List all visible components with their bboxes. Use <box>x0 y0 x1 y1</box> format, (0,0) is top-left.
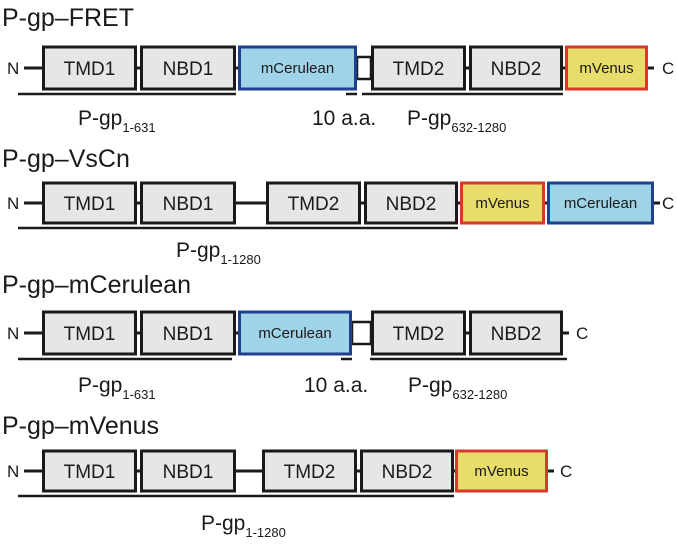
domain-label: TMD2 <box>393 324 445 345</box>
domain-label: TMD1 <box>64 194 116 215</box>
domain-tmd2 <box>371 310 466 356</box>
domain-label: NBD2 <box>382 462 433 483</box>
span-label: P-gp1-631 <box>78 374 156 402</box>
domain-label: mVenus <box>579 60 633 77</box>
construct-title: P-gp–mCerulean <box>2 271 191 299</box>
c-terminus-label: C <box>576 324 588 343</box>
domain-label: mCerulean <box>258 325 331 342</box>
domain-label: TMD1 <box>64 324 116 345</box>
c-terminus-label: C <box>662 59 674 78</box>
domain-mvenus <box>460 181 545 225</box>
domain-label: mCerulean <box>261 60 334 77</box>
span-label: P-gp1-631 <box>78 107 156 135</box>
n-terminus-label: N <box>7 59 19 78</box>
span-label-subscript: 1-1280 <box>245 525 285 540</box>
domain-tmd2 <box>266 181 361 225</box>
c-terminus-label: C <box>662 194 674 213</box>
span-label-subscript: 1-631 <box>122 387 155 402</box>
domain-tmd2 <box>371 45 466 91</box>
n-terminus-label: N <box>7 462 19 481</box>
domain-nbd2 <box>360 449 454 493</box>
domain-label: TMD2 <box>288 194 340 215</box>
domain-nbd1 <box>140 45 236 91</box>
domain-label: NBD2 <box>386 194 437 215</box>
span-label: 10 a.a. <box>304 374 368 397</box>
domain-label: TMD1 <box>64 59 116 80</box>
domain-label: NBD2 <box>491 59 542 80</box>
domain-mcerulean <box>238 45 357 91</box>
domain-label: mCerulean <box>564 195 637 212</box>
construct-p-gp-fret: P-gp–FRET N C TMD1 NBD1 mCerulean TMD2 NBD2 mVen… <box>2 4 674 135</box>
domain-tmd1 <box>42 181 137 225</box>
domain-mcerulean <box>547 181 654 225</box>
span-label: 10 a.a. <box>312 107 376 130</box>
construct-title: P-gp–FRET <box>2 4 134 32</box>
span-label: P-gp1-1280 <box>176 239 261 267</box>
span-label-subscript: 1-1280 <box>220 252 260 267</box>
domain-label: NBD1 <box>163 194 214 215</box>
n-terminus-label: N <box>7 194 19 213</box>
domain-nbd2 <box>469 310 563 356</box>
linker-segment <box>350 320 373 346</box>
span-label-subscript: 632-1280 <box>452 387 507 402</box>
domain-nbd1 <box>140 449 236 493</box>
domain-label: TMD2 <box>393 59 445 80</box>
domain-tmd2 <box>262 449 357 493</box>
domain-label: NBD1 <box>163 324 214 345</box>
domain-label: NBD2 <box>491 324 542 345</box>
span-label: P-gp1-1280 <box>201 512 286 540</box>
span-label-subscript: 632-1280 <box>451 120 506 135</box>
construct-title: P-gp–mVenus <box>2 412 159 440</box>
construct-title: P-gp–VsCn <box>2 145 130 173</box>
domain-label: mVenus <box>475 195 529 212</box>
domain-label: TMD2 <box>284 462 336 483</box>
domain-nbd1 <box>140 181 236 225</box>
domain-nbd1 <box>140 310 236 356</box>
domain-mcerulean <box>238 310 352 356</box>
domain-tmd1 <box>42 45 137 91</box>
linker-segment <box>355 55 373 81</box>
domain-label: mVenus <box>474 463 528 480</box>
domain-label: NBD1 <box>163 462 214 483</box>
domain-label: TMD1 <box>64 462 116 483</box>
domain-tmd1 <box>42 449 137 493</box>
domain-nbd2 <box>469 45 563 91</box>
domain-mvenus <box>455 449 548 493</box>
c-terminus-label: C <box>560 462 572 481</box>
domain-mvenus <box>565 45 648 91</box>
span-label: P-gp632-1280 <box>408 374 507 402</box>
domain-nbd2 <box>364 181 458 225</box>
span-label-subscript: 1-631 <box>122 120 155 135</box>
span-label: P-gp632-1280 <box>407 107 506 135</box>
domain-label: NBD1 <box>163 59 214 80</box>
domain-tmd1 <box>42 310 137 356</box>
n-terminus-label: N <box>7 324 19 343</box>
